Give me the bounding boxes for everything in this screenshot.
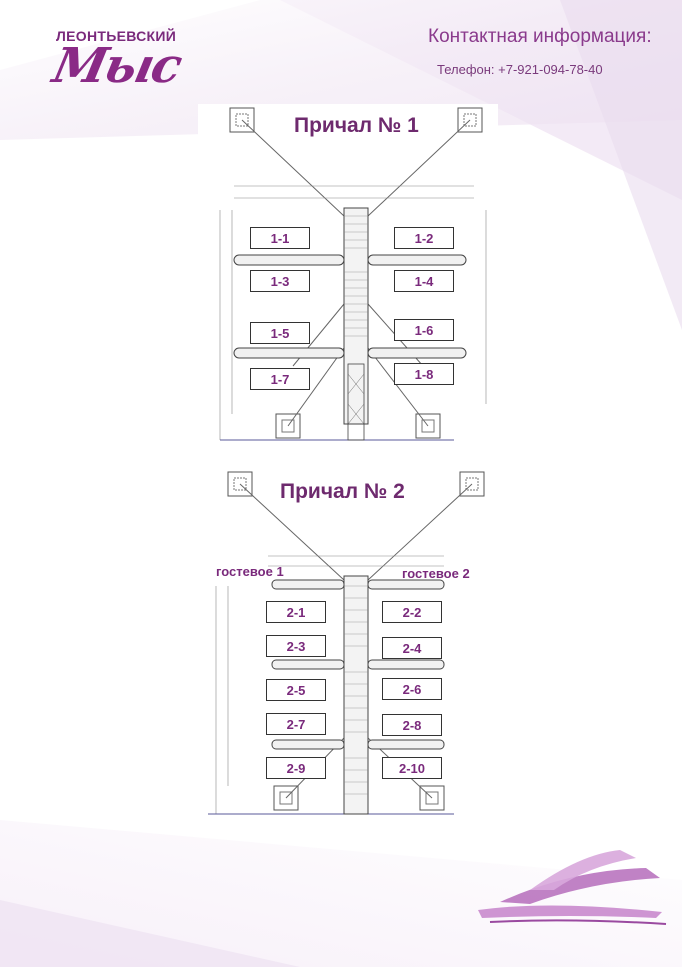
pier-2-drawing: [208, 471, 485, 815]
finger-pier: [367, 254, 467, 266]
contact-title: Контактная информация:: [428, 26, 652, 47]
berth-slot[interactable]: 1-6: [394, 319, 454, 341]
pier-1-plan: Причал № 1 1-1 1-2 1-3 1-4 1-5 1-6 1-7 1…: [198, 104, 498, 454]
berth-slot[interactable]: 1-3: [250, 270, 310, 292]
berth-slot[interactable]: 1-7: [250, 368, 310, 390]
berth-slot[interactable]: 1-1: [250, 227, 310, 249]
main-walkway: [343, 575, 369, 815]
anchor-block: [227, 471, 253, 497]
anchor-block: [457, 107, 483, 133]
berth-slot[interactable]: 1-4: [394, 270, 454, 292]
finger-pier: [271, 659, 345, 670]
finger-pier: [367, 659, 445, 670]
berth-slot[interactable]: 2-5: [266, 679, 326, 701]
yacht-graphic: [478, 850, 667, 925]
finger-pier: [271, 579, 345, 590]
anchor-block: [415, 413, 441, 439]
finger-pier: [367, 579, 445, 590]
berth-slot[interactable]: 2-6: [382, 678, 442, 700]
berth-slot[interactable]: 2-2: [382, 601, 442, 623]
berth-slot[interactable]: 2-7: [266, 713, 326, 735]
contact-phone: Телефон: +7-921-094-78-40: [437, 62, 603, 77]
berth-slot[interactable]: 1-8: [394, 363, 454, 385]
anchor-block: [275, 413, 301, 439]
brand-name-script: Мыс: [48, 38, 186, 94]
guest-berth-2-label: гостевое 2: [402, 566, 470, 581]
pier-2-plan: Причал № 2 гостевое 1 гостевое 2 2-1 2-2…: [198, 468, 498, 828]
anchor-block: [459, 471, 485, 497]
berth-slot[interactable]: 1-2: [394, 227, 454, 249]
anchor-block: [273, 785, 299, 811]
berth-slot[interactable]: 2-1: [266, 601, 326, 623]
finger-pier: [367, 347, 467, 359]
brand-name-top: ЛЕОНТЬЕВСКИЙ: [56, 28, 177, 44]
berth-slot[interactable]: 2-3: [266, 635, 326, 657]
berth-slot[interactable]: 2-10: [382, 757, 442, 779]
berth-slot[interactable]: 1-5: [250, 322, 310, 344]
finger-pier: [233, 347, 345, 359]
guest-berth-1-label: гостевое 1: [216, 564, 284, 579]
finger-pier: [367, 739, 445, 750]
berth-slot[interactable]: 2-9: [266, 757, 326, 779]
anchor-block: [229, 107, 255, 133]
anchor-block: [419, 785, 445, 811]
pier-1-title: Причал № 1: [294, 114, 419, 137]
finger-pier: [271, 739, 345, 750]
berth-slot[interactable]: 2-8: [382, 714, 442, 736]
pier-2-title: Причал № 2: [280, 480, 405, 503]
berth-slot[interactable]: 2-4: [382, 637, 442, 659]
finger-pier: [233, 254, 345, 266]
brand-logo: ЛЕОНТЬЕВСКИЙ Мыс: [48, 24, 188, 102]
